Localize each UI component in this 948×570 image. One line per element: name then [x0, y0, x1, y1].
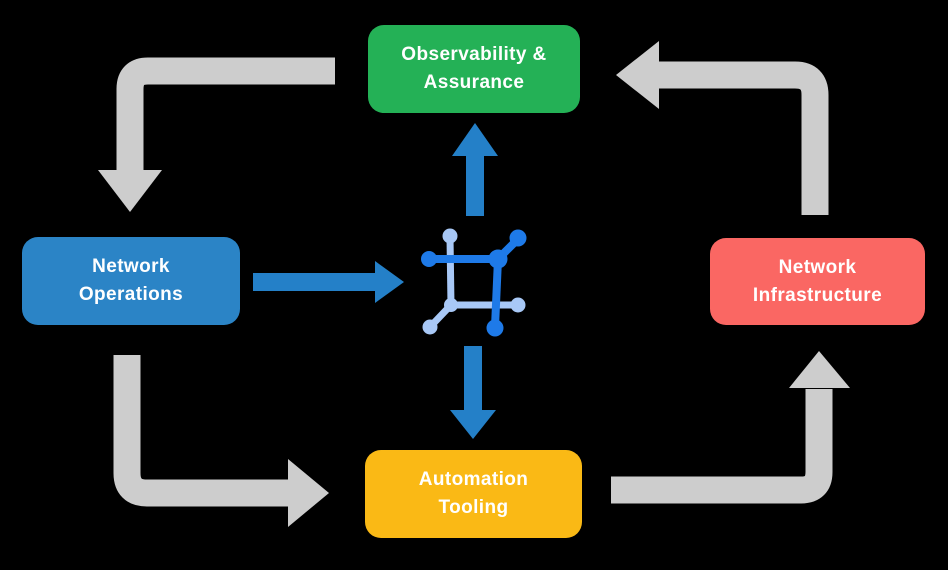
node-label: Automation Tooling — [418, 469, 529, 518]
icon-dark-node-topright — [509, 229, 527, 247]
arrow-head-right — [375, 261, 404, 303]
arrow-observability-to-operations — [98, 57, 335, 212]
arrow-shaft — [116, 57, 335, 172]
icon-light-node-bottomleft — [422, 319, 438, 335]
icon-dark-node-corner — [488, 249, 508, 269]
icon-light-node-top — [442, 228, 458, 244]
arrow-shaft — [611, 389, 833, 504]
node-label: Network Operations — [78, 256, 184, 305]
arrow-center-to-automation — [450, 346, 496, 439]
icon-light-vertical — [446, 236, 455, 306]
node-label: Observability & Assurance — [401, 44, 547, 93]
icon-dark-node-bottom — [486, 319, 504, 337]
icon-dark-vertical — [491, 258, 502, 328]
arrow-head-left — [616, 41, 659, 109]
arrow-shaft — [659, 61, 829, 215]
icon-light-node-corner — [444, 298, 458, 312]
arrow-automation-to-infrastructure — [611, 351, 850, 504]
node-network-infrastructure: Network Infrastructure — [710, 238, 925, 325]
icon-dark-node-left — [421, 251, 437, 267]
arrow-head-down — [450, 410, 496, 439]
network-topology-icon — [421, 228, 527, 337]
arrow-head-up — [789, 351, 850, 388]
arrow-center-to-observability — [452, 123, 498, 216]
node-observability-assurance: Observability & Assurance — [368, 25, 580, 113]
node-label: Network Infrastructure — [752, 256, 883, 306]
arrow-head-down — [98, 170, 162, 212]
arrow-operations-to-center — [253, 261, 404, 303]
icon-light-node-right — [510, 297, 526, 313]
node-network-operations: Network Operations — [22, 237, 240, 325]
node-automation-tooling: Automation Tooling — [365, 450, 582, 538]
arrow-head-right — [288, 459, 329, 527]
arrow-operations-to-automation — [113, 355, 329, 527]
arrow-shaft — [113, 355, 289, 507]
arrow-head-up — [452, 123, 498, 156]
arrow-infrastructure-to-observability — [616, 41, 829, 215]
